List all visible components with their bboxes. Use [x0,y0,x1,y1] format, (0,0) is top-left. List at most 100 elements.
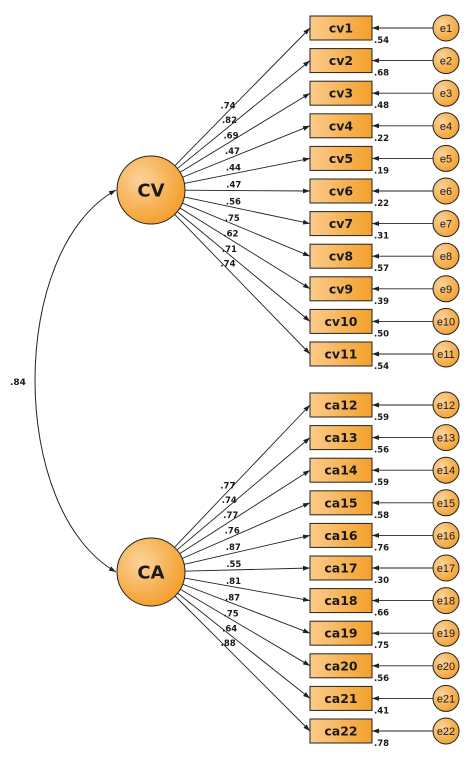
loading-label: .47 [226,181,241,191]
error-label: e11 [437,349,455,361]
error-label: e12 [437,400,455,412]
indicator-box [309,490,373,516]
indicator-box [309,211,373,237]
indicator-box [309,522,373,548]
r-squared-label: .54 [374,36,389,46]
indicator-label: ca19 [324,626,357,641]
r-squared-label: .78 [374,739,389,749]
loading-path [182,565,311,572]
error-label: e20 [437,661,455,673]
indicator-label: ca20 [324,658,358,673]
indicator-label: cv8 [329,249,353,264]
error-circle [432,521,460,549]
error-circle [432,587,460,615]
loading-label: .88 [221,639,236,649]
indicator-box [309,178,373,204]
error-label: e10 [437,316,455,328]
loading-label: .77 [223,511,238,521]
correlation-label: .84 [10,378,26,388]
latent-label: CA [137,563,164,584]
loading-label: .55 [226,560,241,570]
indicator-box [309,113,373,139]
loading-path [178,92,311,174]
r-squared-label: .54 [374,362,389,372]
error-label: e5 [440,153,452,165]
nodes-layer: .74cv1.54e1.82cv2.68e2.69cv3.48e3.47cv4.… [116,14,460,749]
correlation-path [34,189,117,573]
error-circle [432,112,460,140]
loading-label: .74 [222,496,237,506]
error-label: e4 [440,121,452,133]
indicator-box [309,457,373,483]
loading-label: .75 [225,214,240,224]
loading-label: .82 [222,116,237,126]
error-circle [432,144,460,172]
loading-label: .87 [225,593,240,603]
error-circle [432,652,460,680]
error-label: e13 [437,433,455,445]
error-circle [432,340,460,368]
indicator-label: ca22 [324,724,357,739]
indicator-box [309,80,373,106]
indicator-box [309,48,373,74]
loading-path [180,502,311,560]
error-circle [432,456,460,484]
error-label: e19 [437,628,455,640]
r-squared-label: .68 [374,69,389,79]
error-circle [432,684,460,712]
error-circle [432,489,460,517]
loading-path [172,404,311,550]
error-label: e18 [437,596,455,608]
loading-label: .76 [225,527,240,537]
r-squared-label: .50 [374,329,389,339]
r-squared-label: .41 [374,706,389,716]
indicator-label: cv5 [329,151,353,166]
indicator-box [309,392,373,418]
loading-label: .71 [222,245,237,255]
indicator-label: ca13 [324,430,357,445]
loading-path [182,157,311,185]
indicator-box [309,243,373,269]
indicator-label: cv6 [329,184,354,199]
loading-path [180,583,311,634]
error-circle [432,307,460,335]
loading-label: .77 [220,481,235,491]
loading-label: .69 [223,131,238,141]
loading-path [172,212,311,355]
error-circle [432,47,460,75]
error-circle [432,79,460,107]
loading-label: .56 [226,197,241,207]
error-circle [432,275,460,303]
loading-label: .64 [222,625,237,635]
indicator-box [309,425,373,451]
loading-label: .81 [226,577,241,587]
error-label: e6 [440,186,452,198]
r-squared-label: .59 [374,413,389,423]
indicator-box [309,15,373,41]
error-circle [432,554,460,582]
loading-path [178,587,311,667]
indicator-label: ca21 [324,691,357,706]
r-squared-label: .22 [374,199,389,209]
loading-path [175,210,311,322]
r-squared-label: .57 [374,264,389,274]
loading-label: .44 [226,164,241,174]
r-squared-label: .76 [374,543,389,553]
indicator-label: cv1 [329,21,353,36]
indicator-label: ca16 [324,528,358,543]
indicator-label: ca18 [324,593,357,608]
r-squared-label: .59 [374,478,389,488]
error-circle [432,177,460,205]
r-squared-label: .30 [374,576,389,586]
indicator-box [309,620,373,646]
loading-label: .74 [220,259,235,269]
loading-label: .87 [226,543,241,553]
loading-label: .62 [223,230,238,240]
loading-path [177,469,311,556]
loading-path [177,206,311,290]
error-circle [432,391,460,419]
loading-path [180,201,311,257]
error-label: e8 [440,251,452,263]
indicator-label: cv4 [329,118,354,133]
